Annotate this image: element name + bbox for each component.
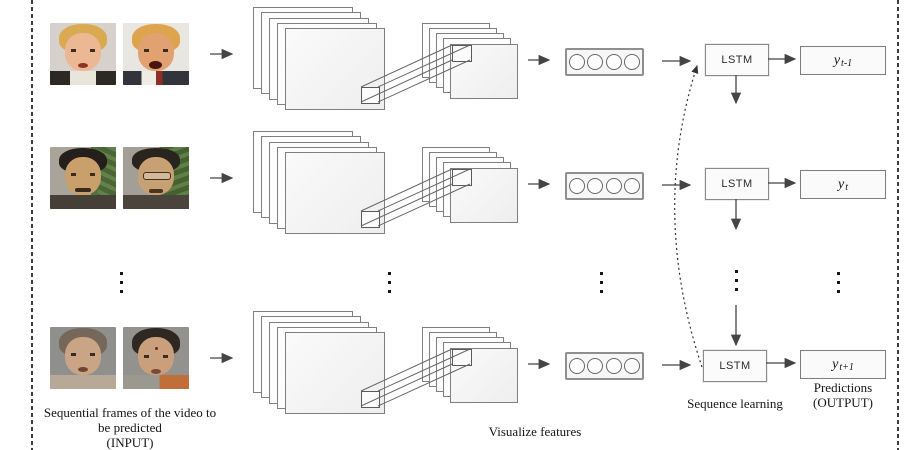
feature-unit-circle — [623, 54, 640, 70]
lstm-box-row2: LSTM — [705, 168, 769, 200]
feature-unit-circle — [605, 54, 622, 70]
caption-predictions-line2: (OUTPUT) — [813, 394, 873, 410]
caption-input-line2: be predicted — [98, 419, 162, 435]
caption-input-line1: Sequential frames of the video to — [43, 405, 217, 420]
feature-unit-circle — [605, 178, 622, 194]
output-label-base: y — [838, 176, 845, 192]
input-frame-photo-row1-a — [50, 23, 116, 85]
feature-unit-circle — [587, 178, 604, 194]
feature-unit-circle — [569, 54, 586, 70]
caption-predictions-line1: Predictions — [813, 380, 873, 395]
feature-unit-circle — [587, 358, 604, 374]
conv-kernel-square — [361, 87, 380, 104]
ellipsis-dots-outputs — [837, 272, 840, 299]
lstm-box-row1: LSTM — [705, 44, 769, 76]
input-frame-photo-row3-b — [123, 327, 189, 389]
output-label-subscript: t-1 — [841, 58, 853, 69]
recurrent-feedback-dotted-arrow — [674, 64, 703, 368]
input-frame-photo-row2-b — [123, 147, 189, 209]
output-label-base: y — [833, 52, 841, 68]
caption-sequence-learning: Sequence learning — [687, 396, 783, 411]
conv-kernel-square — [452, 169, 472, 186]
feature-unit-circle — [587, 54, 604, 70]
conv-kernel-square — [361, 391, 380, 408]
caption-visualize-features: Visualize features — [488, 424, 582, 439]
feature-vector-row2 — [565, 172, 644, 200]
output-label-subscript: t — [845, 182, 848, 193]
feature-unit-circle — [623, 358, 640, 374]
caption-predictions: Predictions (OUTPUT) — [795, 380, 891, 411]
caption-input: Sequential frames of the video to be pre… — [30, 405, 230, 450]
feature-vector-row3 — [565, 352, 644, 380]
conv-kernel-square — [452, 45, 472, 62]
ellipsis-dots-lstm — [735, 270, 738, 297]
ellipsis-dots-frames — [120, 272, 123, 299]
input-frame-photo-row2-a — [50, 147, 116, 209]
output-label-subscript: t+1 — [839, 362, 854, 373]
input-frame-photo-row1-b — [123, 23, 189, 85]
feature-vector-row1 — [565, 48, 644, 76]
output-label-base: y — [832, 356, 839, 372]
feature-unit-circle — [569, 358, 586, 374]
feature-unit-circle — [605, 358, 622, 374]
figure-left-dashed-border — [31, 0, 33, 450]
feature-unit-circle — [569, 178, 586, 194]
ellipsis-dots-cnn — [388, 272, 391, 299]
caption-input-line3: (INPUT) — [106, 434, 154, 450]
conv-kernel-square — [361, 211, 380, 228]
figure-right-dashed-border — [897, 0, 899, 450]
conv-kernel-square — [452, 349, 472, 366]
lstm-box-row3: LSTM — [703, 350, 767, 382]
input-frame-photo-row3-a — [50, 327, 116, 389]
feature-unit-circle — [623, 178, 640, 194]
ellipsis-dots-vectors — [600, 272, 603, 299]
